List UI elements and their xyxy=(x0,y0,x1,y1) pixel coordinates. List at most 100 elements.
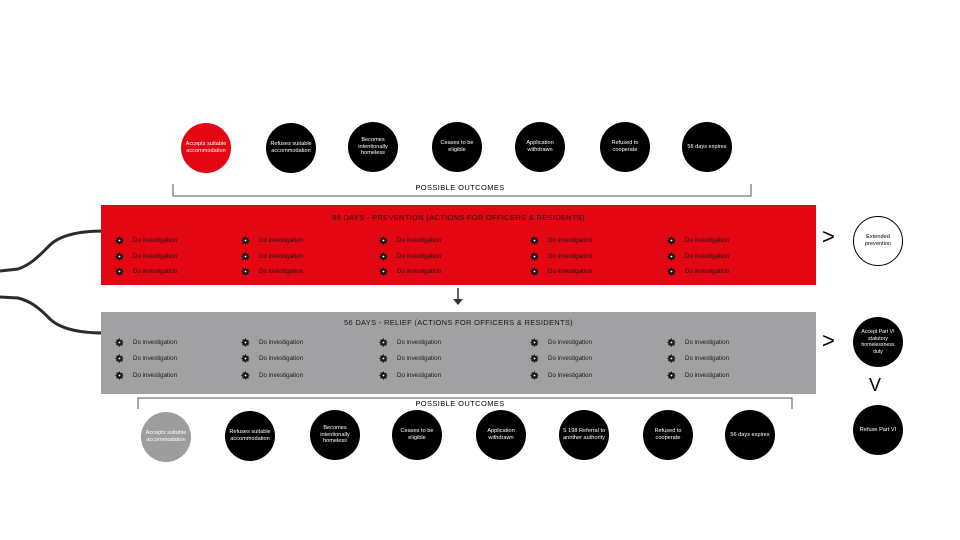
outcomes-bracket-bottom xyxy=(137,397,793,409)
gear-icon xyxy=(666,337,677,348)
gear-icon xyxy=(666,353,677,364)
gear-icon xyxy=(378,353,389,364)
outcome-circle: Ceases to be eligible xyxy=(432,122,482,172)
relief-band: 56 DAYS - RELIEF (ACTIONS FOR OFFICERS &… xyxy=(101,312,816,394)
action-label: Do investigation xyxy=(548,372,593,379)
action-item: Do investigation xyxy=(666,266,729,277)
action-label: Do investigation xyxy=(133,372,178,379)
action-item: Do investigation xyxy=(114,353,177,364)
action-label: Do investigation xyxy=(685,372,730,379)
relief-down-arrow: V xyxy=(869,375,882,395)
action-label: Do investigation xyxy=(259,268,304,275)
action-label: Do investigation xyxy=(259,372,304,379)
action-item: Do investigation xyxy=(240,235,303,246)
action-label: Do investigation xyxy=(397,253,442,260)
action-label: Do investigation xyxy=(685,253,730,260)
action-label: Do investigation xyxy=(685,355,730,362)
action-item: Do investigation xyxy=(240,266,303,277)
action-item: Do investigation xyxy=(529,266,592,277)
action-item: Do investigation xyxy=(529,337,592,348)
outcome-circle: Becomes intentionally homeless xyxy=(348,122,398,172)
gear-icon xyxy=(240,235,251,246)
gear-icon xyxy=(378,337,389,348)
action-item: Do investigation xyxy=(529,235,592,246)
action-item: Do investigation xyxy=(114,337,177,348)
action-label: Do investigation xyxy=(548,253,593,260)
action-item: Do investigation xyxy=(240,370,303,381)
action-label: Do investigation xyxy=(548,339,593,346)
gear-icon xyxy=(240,337,251,348)
prevention-title: 56 DAYS - PREVENTION (ACTIONS FOR OFFICE… xyxy=(332,213,585,222)
gear-icon xyxy=(378,370,389,381)
action-label: Do investigation xyxy=(397,268,442,275)
gear-icon xyxy=(240,353,251,364)
action-item: Do investigation xyxy=(114,235,177,246)
gear-icon xyxy=(114,337,125,348)
outcomes-bracket-top xyxy=(172,184,752,197)
action-label: Do investigation xyxy=(133,339,178,346)
action-item: Do investigation xyxy=(529,251,592,262)
connector-lines xyxy=(0,229,105,335)
action-item: Do investigation xyxy=(114,370,177,381)
gear-icon xyxy=(240,266,251,277)
outcome-circle: 56 days expires xyxy=(682,122,732,172)
action-item: Do investigation xyxy=(114,266,177,277)
action-label: Do investigation xyxy=(259,355,304,362)
outcome-circle: Refuses suitable accommodation xyxy=(225,411,275,461)
action-item: Do investigation xyxy=(666,251,729,262)
action-label: Do investigation xyxy=(685,268,730,275)
action-label: Do investigation xyxy=(685,339,730,346)
gear-icon xyxy=(666,370,677,381)
action-label: Do investigation xyxy=(548,268,593,275)
action-item: Do investigation xyxy=(378,353,441,364)
action-item: Do investigation xyxy=(114,251,177,262)
outcome-circle: Ceases to be eligible xyxy=(392,410,442,460)
outcome-circle: Refused to cooperate xyxy=(643,410,693,460)
gear-icon xyxy=(114,235,125,246)
gear-icon xyxy=(378,251,389,262)
outcome-circle: 56 days expires xyxy=(725,410,775,460)
action-label: Do investigation xyxy=(133,268,178,275)
action-label: Do investigation xyxy=(397,339,442,346)
gear-icon xyxy=(114,266,125,277)
action-label: Do investigation xyxy=(397,355,442,362)
action-label: Do investigation xyxy=(259,253,304,260)
outcome-circle: Application withdrawn xyxy=(476,410,526,460)
outcome-circle: Refuses suitable accommodation xyxy=(266,123,316,173)
action-label: Do investigation xyxy=(548,237,593,244)
action-item: Do investigation xyxy=(378,235,441,246)
action-item: Do investigation xyxy=(378,266,441,277)
gear-icon xyxy=(378,266,389,277)
gear-icon xyxy=(114,251,125,262)
relief-title: 56 DAYS - RELIEF (ACTIONS FOR OFFICERS &… xyxy=(344,318,573,327)
action-label: Do investigation xyxy=(259,339,304,346)
gear-icon xyxy=(378,235,389,246)
action-label: Do investigation xyxy=(259,237,304,244)
action-item: Do investigation xyxy=(666,235,729,246)
action-item: Do investigation xyxy=(240,353,303,364)
action-item: Do investigation xyxy=(666,370,729,381)
outcome-circle: Becomes intentionally homeless xyxy=(310,410,360,460)
relief-arrow: > xyxy=(822,328,835,353)
action-item: Do investigation xyxy=(666,353,729,364)
action-item: Do investigation xyxy=(378,251,441,262)
action-item: Do investigation xyxy=(378,370,441,381)
gear-icon xyxy=(114,370,125,381)
action-item: Do investigation xyxy=(240,337,303,348)
action-item: Do investigation xyxy=(666,337,729,348)
possible-outcomes-caption-bottom: POSSIBLE OUTCOMES xyxy=(390,399,530,408)
action-label: Do investigation xyxy=(397,372,442,379)
action-item: Do investigation xyxy=(529,353,592,364)
gear-icon xyxy=(529,266,540,277)
action-item: Do investigation xyxy=(378,337,441,348)
accept-part-vi-circle: Accept Part VI statutory homelessness du… xyxy=(853,317,903,367)
action-label: Do investigation xyxy=(548,355,593,362)
prevention-arrow: > xyxy=(822,224,835,249)
outcome-circle: S 198 Referral to another authority xyxy=(559,410,609,460)
gear-icon xyxy=(240,251,251,262)
gear-icon xyxy=(240,370,251,381)
action-label: Do investigation xyxy=(397,237,442,244)
gear-icon xyxy=(529,337,540,348)
gear-icon xyxy=(114,353,125,364)
gear-icon xyxy=(666,251,677,262)
